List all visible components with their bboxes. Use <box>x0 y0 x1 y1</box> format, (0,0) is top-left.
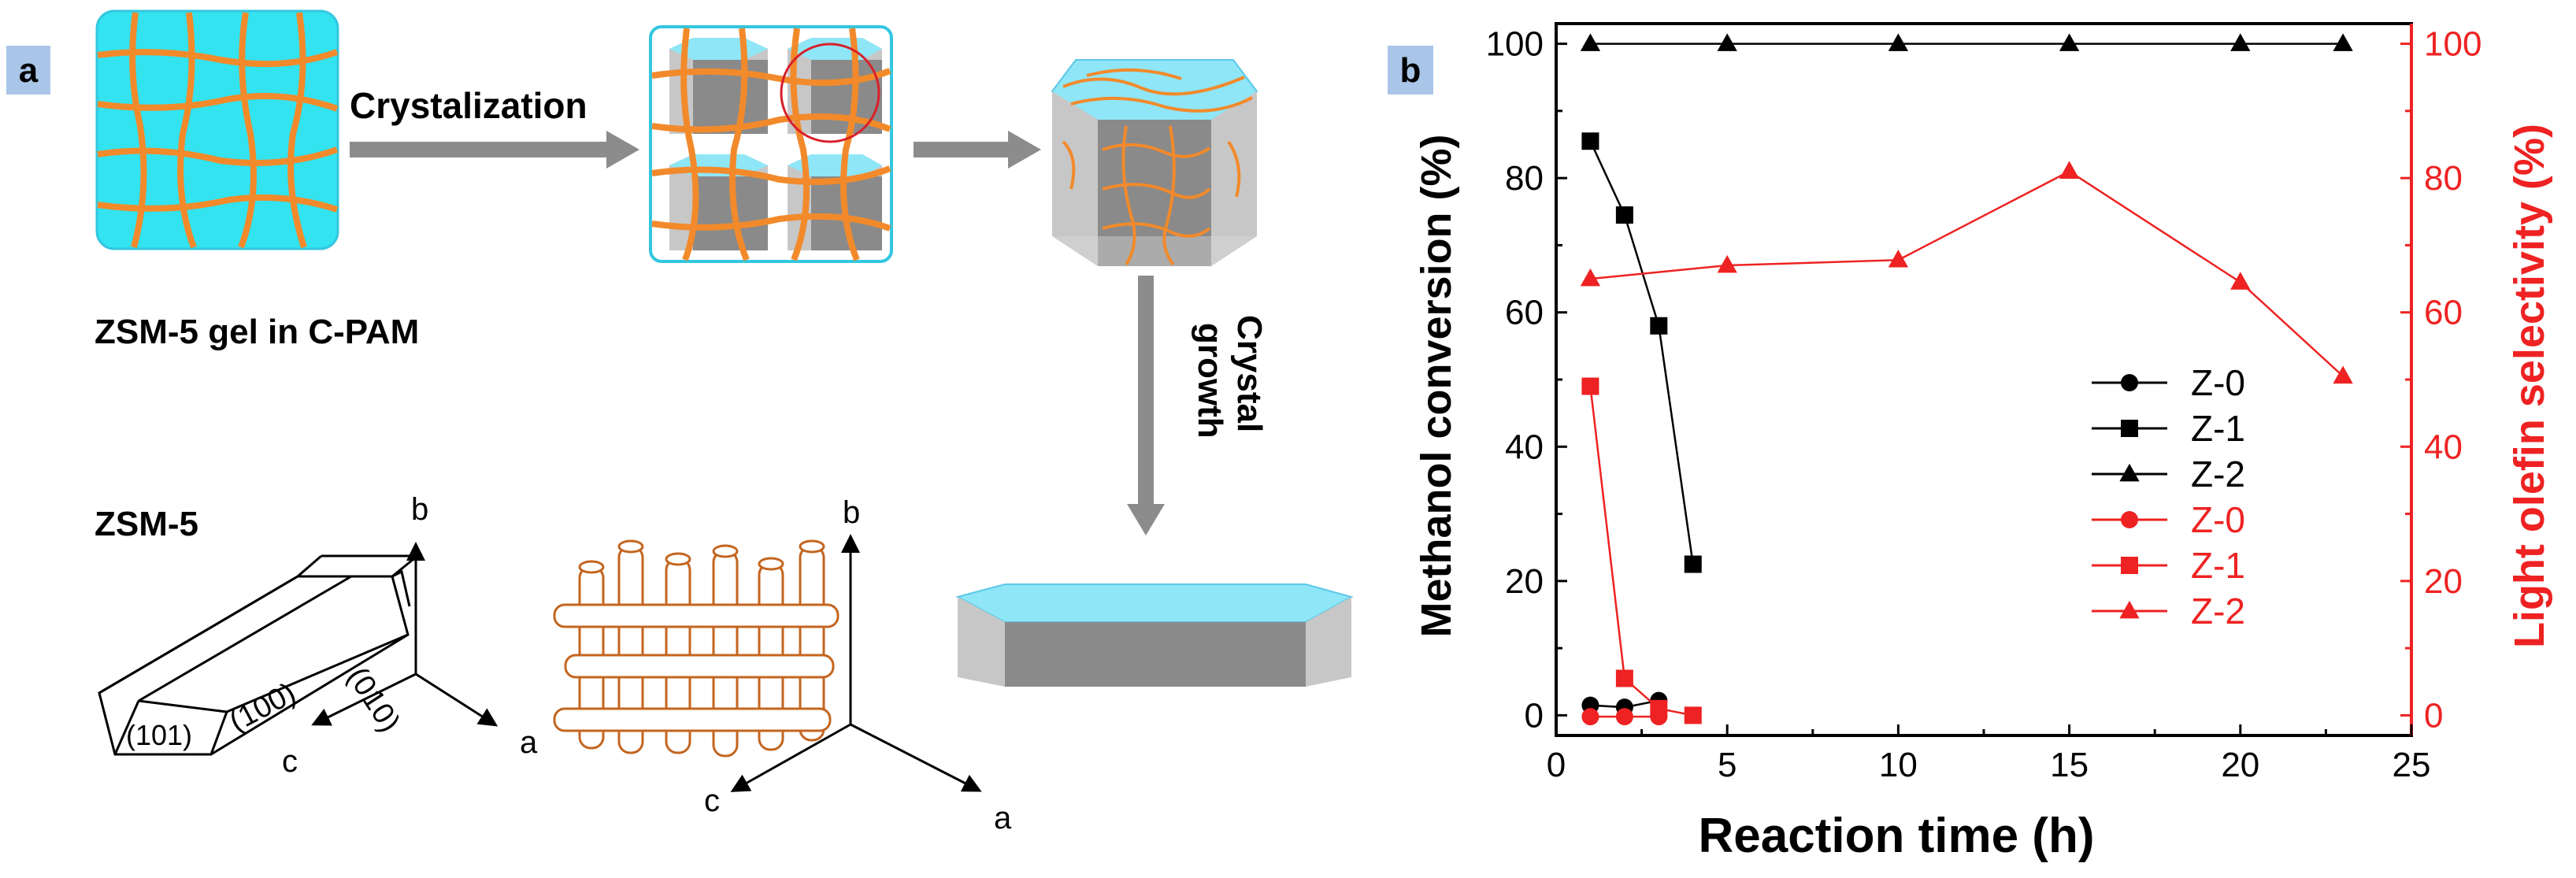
facet-101: (101) <box>126 719 192 751</box>
framework-axes <box>730 534 982 792</box>
x-tick-label: 10 <box>1879 746 1918 784</box>
crystal-with-fibers <box>1051 59 1258 266</box>
axis-a-label-2: a <box>994 801 1012 835</box>
arrow-to-crystal <box>914 131 1041 169</box>
series-point-4 <box>1684 706 1702 724</box>
y-left-tick-label: 40 <box>1505 428 1544 466</box>
flat-crystal <box>955 583 1354 687</box>
series-point-4 <box>1615 669 1633 687</box>
legend-marker <box>2119 600 2140 619</box>
legend-marker <box>2121 511 2138 528</box>
gel-block <box>95 9 339 250</box>
highlight-circle <box>780 43 880 143</box>
legend-label: Z-0 <box>2191 362 2245 403</box>
facet-010: (010) <box>340 661 406 738</box>
axis-c-label-2: c <box>704 784 720 818</box>
series-point-1 <box>1650 317 1668 335</box>
y-right-tick-label: 20 <box>2424 562 2463 601</box>
y-left-tick-label: 100 <box>1486 25 1544 64</box>
y-right-tick-label: 100 <box>2424 25 2481 64</box>
y-right-tick-label: 60 <box>2424 294 2463 332</box>
x-tick-label: 20 <box>2221 746 2259 784</box>
series-point-2 <box>2059 33 2080 51</box>
facet-100: (100) <box>224 676 302 739</box>
series-point-2 <box>1888 33 1909 51</box>
series-point-2 <box>1717 33 1737 51</box>
y-left-tick-label: 20 <box>1505 562 1544 601</box>
y-left-tick-label: 0 <box>1525 696 1544 735</box>
series-point-1 <box>1684 555 1702 573</box>
legend-label: Z-1 <box>2191 545 2245 586</box>
y-right-tick-label: 80 <box>2424 159 2463 198</box>
series-point-3 <box>1581 708 1599 726</box>
legend-marker <box>2121 557 2138 574</box>
wireframe-axes <box>311 542 499 727</box>
y-left-tick-label: 60 <box>1505 294 1544 332</box>
chart-xlabel: Reaction time (h) <box>1699 809 2095 863</box>
series-point-5 <box>1888 249 1909 268</box>
zsm5-crystal-wireframe <box>98 554 418 756</box>
series-point-1 <box>1615 206 1633 224</box>
series-point-5 <box>1580 268 1601 287</box>
series-point-5 <box>2333 365 2353 384</box>
x-tick-label: 25 <box>2393 746 2431 784</box>
series-point-1 <box>1581 132 1599 150</box>
chart-ylabel-left: Methanol conversion (%) <box>1413 134 1460 637</box>
series-line-5 <box>1590 170 2344 377</box>
crystalization-label: Crystalization <box>350 85 587 126</box>
legend-label: Z-2 <box>2191 454 2245 495</box>
axis-b-label-1: b <box>411 492 428 527</box>
y-left-tick-label: 80 <box>1505 159 1544 198</box>
crystal-growth-label-1: Crystal <box>1230 315 1269 432</box>
crystal-growth-label-2: growth <box>1191 323 1229 439</box>
legend-marker <box>2119 463 2140 482</box>
gel-caption: ZSM-5 gel in C-PAM <box>95 313 419 351</box>
series-point-4 <box>1581 377 1599 395</box>
legend-label: Z-1 <box>2191 408 2245 449</box>
series-point-2 <box>2333 33 2353 51</box>
crystalization-arrow: Crystalization <box>350 85 639 169</box>
series-point-2 <box>1580 33 1601 51</box>
legend-marker <box>2121 420 2138 437</box>
series-point-5 <box>1717 254 1737 273</box>
axis-a-label-1: a <box>520 725 538 760</box>
axis-b-label-2: b <box>843 495 860 530</box>
series-point-3 <box>1615 708 1633 726</box>
zsm5-caption: ZSM-5 <box>95 505 198 543</box>
panel-b-tag-box <box>1388 46 1433 94</box>
panel-a: a Crystalization <box>6 9 1354 835</box>
panel-a-tag: a <box>19 51 39 90</box>
series-line-4 <box>1589 386 1694 717</box>
series-point-4 <box>1650 699 1668 717</box>
x-tick-label: 15 <box>2050 746 2089 784</box>
chart-ylabel-right: Light olefin selectivity (%) <box>2506 124 2553 648</box>
x-tick-label: 5 <box>1718 746 1736 784</box>
series-line-1 <box>1589 140 1694 565</box>
legend-label: Z-0 <box>2191 499 2245 540</box>
legend-marker <box>2121 374 2138 391</box>
gel-with-crystals <box>649 25 893 263</box>
axis-c-label-1: c <box>282 744 298 779</box>
y-right-tick-label: 40 <box>2424 428 2463 466</box>
panel-b-tag: b <box>1400 51 1421 90</box>
legend-label: Z-2 <box>2191 591 2245 632</box>
series-point-2 <box>2230 33 2251 51</box>
series-point-5 <box>2059 161 2080 179</box>
panel-a-tag-box <box>6 46 50 94</box>
pore-framework-sketch <box>553 539 840 758</box>
series-point-5 <box>2230 272 2251 290</box>
x-tick-label: 0 <box>1547 746 1566 784</box>
y-right-tick-label: 0 <box>2424 696 2443 735</box>
crystal-growth-arrow: Crystal growth <box>1127 276 1269 535</box>
plot-frame <box>1555 22 2413 737</box>
